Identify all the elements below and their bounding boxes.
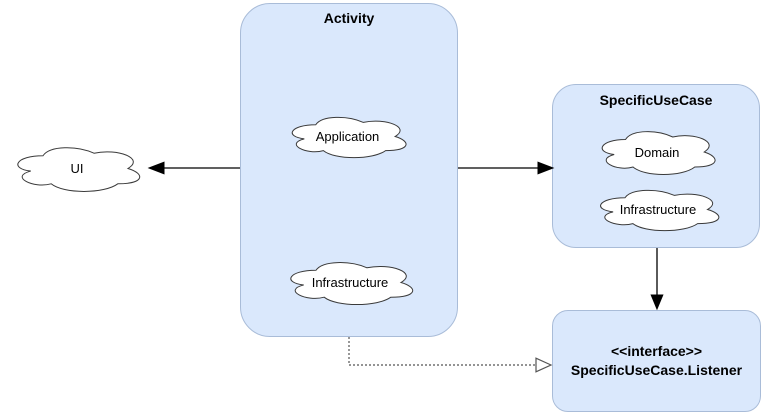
listener-node: <<interface>> SpecificUseCase.Listener: [552, 310, 761, 412]
ui-cloud-label: UI: [70, 161, 84, 176]
listener-stereotype: <<interface>>: [610, 343, 703, 359]
cloud-icon: [594, 127, 720, 177]
ui-cloud: UI: [9, 143, 145, 194]
edge-specificusecase-to-listener: [650, 248, 664, 311]
cloud-icon: [282, 258, 418, 307]
activity-title: Activity: [323, 10, 375, 26]
application-cloud: Application: [284, 113, 411, 160]
suc-infrastructure-cloud: Infrastructure: [592, 186, 724, 233]
listener-name: SpecificUseCase.Listener: [570, 362, 743, 378]
domain-cloud-label: Domain: [634, 144, 680, 160]
edge-activity-to-specificusecase: [458, 161, 555, 175]
edge-infrastructure-to-listener: [348, 337, 553, 373]
cloud-icon: [592, 186, 724, 233]
specific-use-case-title: SpecificUseCase: [599, 92, 713, 108]
cloud-icon: [9, 143, 145, 194]
activity-infrastructure-cloud: Infrastructure: [282, 258, 418, 307]
edge-activity-to-ui: [147, 161, 240, 175]
suc-infrastructure-cloud-label: Infrastructure: [619, 202, 697, 217]
application-cloud-label: Application: [315, 129, 380, 144]
domain-cloud: Domain: [594, 127, 720, 177]
cloud-icon: [284, 113, 411, 160]
activity-infrastructure-cloud-label: Infrastructure: [311, 275, 389, 290]
